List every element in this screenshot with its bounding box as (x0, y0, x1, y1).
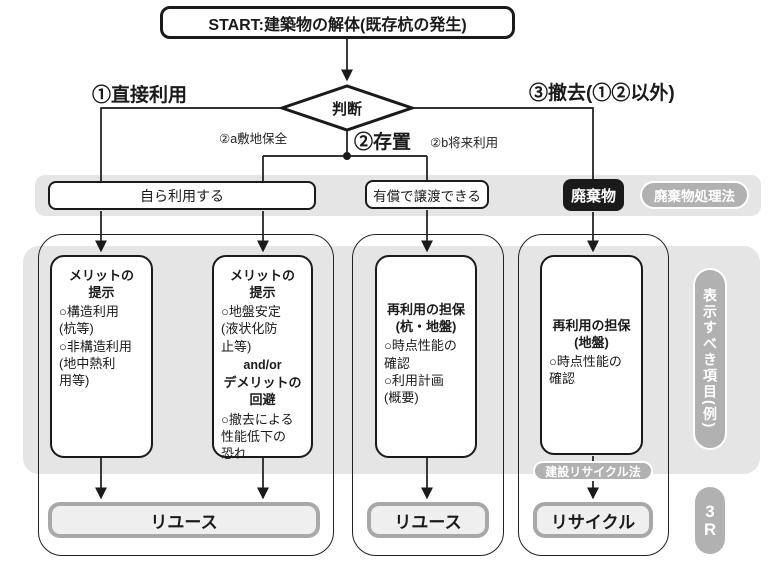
result-reuse-direct: リユース (48, 502, 320, 538)
decision-label: 判断 (332, 100, 362, 118)
waste-disposal-law-badge: 廃棄物処理法 (640, 181, 749, 209)
condition-paid-transfer: 有償で譲渡できる (365, 180, 489, 209)
group-direct-use (38, 234, 334, 556)
item-box-merit-structural: メリットの 提示 ○構造利用 (杭等) ○非構造利用 (地中熱利 用等) (50, 255, 153, 458)
item-box-merit-demerit: メリットの 提示 ○地盤安定 (液状化防 止等) and/or デメリットの 回… (212, 255, 313, 461)
item-body: ○構造利用 (杭等) ○非構造利用 (地中熱利 用等) (59, 304, 132, 388)
side-label-display-items: 表示すべき項目(例) (693, 268, 727, 450)
item-body: ○時点性能の 確認 (549, 354, 622, 387)
start-node: START:建築物の解体(既存杭の発生) (160, 6, 515, 39)
decision-diamond (277, 84, 417, 132)
condition-self-use: 自ら利用する (48, 181, 316, 210)
result-recycle: リサイクル (533, 502, 653, 538)
item-heading: メリットの 提示 (68, 268, 134, 301)
branch-label-site-preservation: ②a敷地保全 (219, 132, 288, 146)
item-body: ○地盤安定 (液状化防 止等) (221, 304, 281, 354)
and-or-connector: and/or (243, 357, 282, 372)
three-r-badge: 3 R (695, 487, 725, 554)
branch-label-removal: ③撤去(①②以外) (529, 83, 675, 104)
item-heading: 再利用の担保 (杭・地盤) (386, 302, 465, 335)
junction-dot (343, 152, 351, 160)
item-box-reuse-guarantee-pile-ground: 再利用の担保 (杭・地盤) ○時点性能の 確認 ○利用計画 (概要) (375, 255, 477, 458)
condition-waste: 廃棄物 (563, 179, 624, 211)
item-box-reuse-guarantee-ground: 再利用の担保 (地盤) ○時点性能の 確認 (540, 255, 643, 455)
result-reuse-leave: リユース (367, 502, 489, 538)
group-removal (518, 234, 669, 556)
item-heading-demerit: デメリットの 回避 (223, 375, 302, 408)
group-leave-in-place (352, 234, 504, 556)
construction-recycle-law-badge: 建設リサイクル法 (533, 461, 653, 481)
branch-label-direct-use: ①直接利用 (92, 85, 188, 106)
branch-label-leave-in-place: ②存置 (354, 132, 412, 153)
branch-label-future-use: ②b将来利用 (430, 136, 499, 150)
item-body-demerit: ○撤去による 性能低下の 恐れ (221, 411, 294, 461)
item-heading: メリットの 提示 (229, 268, 295, 301)
item-body: ○時点性能の 確認 ○利用計画 (概要) (384, 338, 457, 405)
item-heading: 再利用の担保 (地盤) (552, 317, 631, 350)
